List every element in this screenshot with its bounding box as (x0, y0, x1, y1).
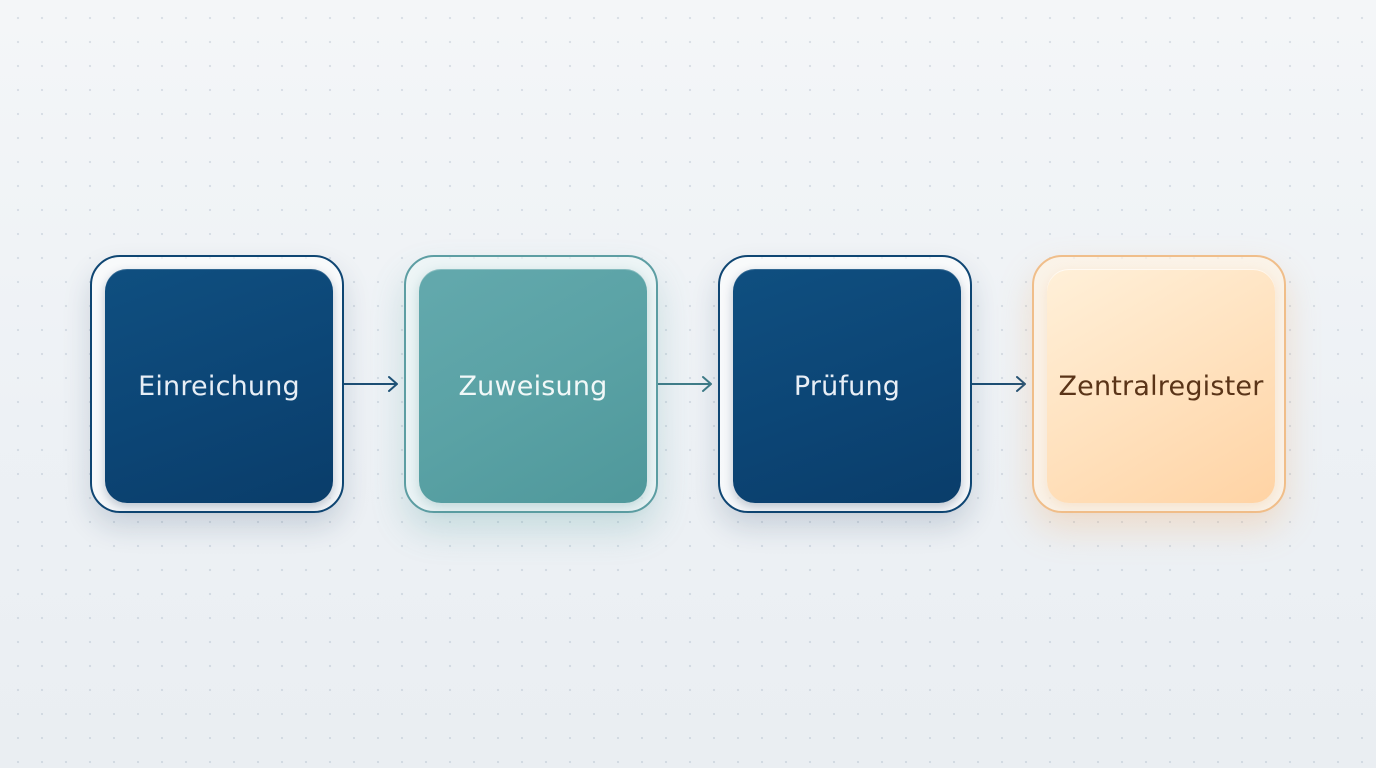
arrow-right-icon (972, 376, 1026, 392)
step-label: Zentralregister (1058, 370, 1264, 402)
step-label: Zuweisung (458, 370, 608, 402)
step-zentralregister-box: Zentralregister (1047, 269, 1275, 503)
step-zuweisung: Zuweisung (404, 255, 658, 513)
step-einreichung: Einreichung (90, 255, 344, 513)
step-label: Einreichung (138, 370, 300, 402)
step-zentralregister: Zentralregister (1032, 255, 1286, 513)
step-pruefung: Prüfung (718, 255, 972, 513)
step-pruefung-box: Prüfung (733, 269, 961, 503)
step-label: Prüfung (793, 370, 901, 402)
arrow-right-icon (344, 376, 398, 392)
arrow-right-icon (658, 376, 712, 392)
step-einreichung-box: Einreichung (105, 269, 333, 503)
step-zuweisung-box: Zuweisung (419, 269, 647, 503)
